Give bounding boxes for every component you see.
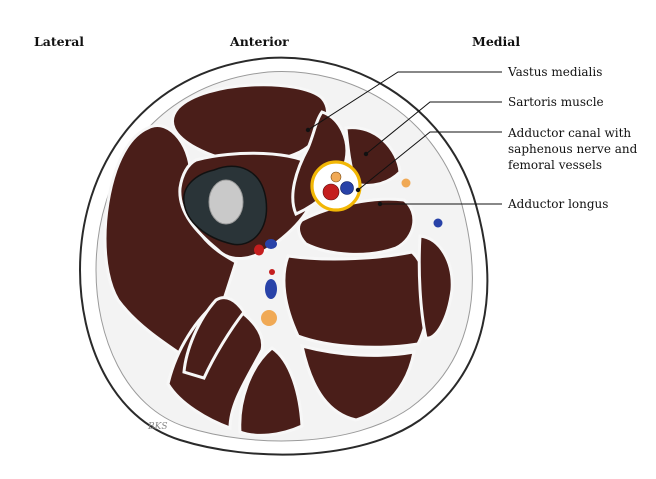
sciatic-nerve [261,310,277,326]
anterior-label: Anterior [229,34,289,49]
femur-marrow [208,179,244,225]
perforating-artery [269,269,275,275]
lateral-posterior-muscle [182,296,246,380]
callout-dot-adductor-longus [377,201,383,207]
profunda-vein [265,239,277,249]
gracilis [417,234,454,340]
medial-label: Medial [472,34,520,49]
biceps-femoris [166,298,265,431]
adductor-magnus [282,250,430,349]
sartorius-muscle [344,126,402,187]
callout-dot-vastus-medialis [305,127,311,133]
perforating-vein [265,279,277,299]
callout-dots [305,127,383,207]
callout-adductor-canal-line3: femoral vessels [508,158,602,172]
callout-adductor-canal-line1: Adductor canal with [507,126,631,140]
profunda-artery [254,244,264,256]
callout-dot-sartorius [363,151,369,157]
anterior-muscle [171,83,329,164]
callout-lines [307,71,502,205]
femoral-artery [322,183,340,201]
callout-adductor-longus: Adductor longus [507,197,608,211]
semimembranosus [300,343,416,422]
callout-dot-adductor-canal [355,187,361,193]
callout-line-sartorius [365,101,502,155]
nerve-small-anteromedial [401,178,411,188]
semitendinosus [238,346,304,437]
artist-signature: BKS [147,422,168,432]
callout-sartorius: Sartoris muscle [508,95,604,109]
lateral-label: Lateral [34,34,84,49]
callout-line-adductor-canal [357,131,502,191]
great-saphenous-vein [433,218,443,228]
saphenous-nerve [330,171,342,183]
adductor-longus [297,197,416,256]
callout-vastus-medialis: Vastus medialis [507,65,602,79]
femoral-vein [340,181,354,195]
callout-adductor-canal-line2: saphenous nerve and [508,142,638,156]
callout-line-vastus-medialis [307,71,502,131]
